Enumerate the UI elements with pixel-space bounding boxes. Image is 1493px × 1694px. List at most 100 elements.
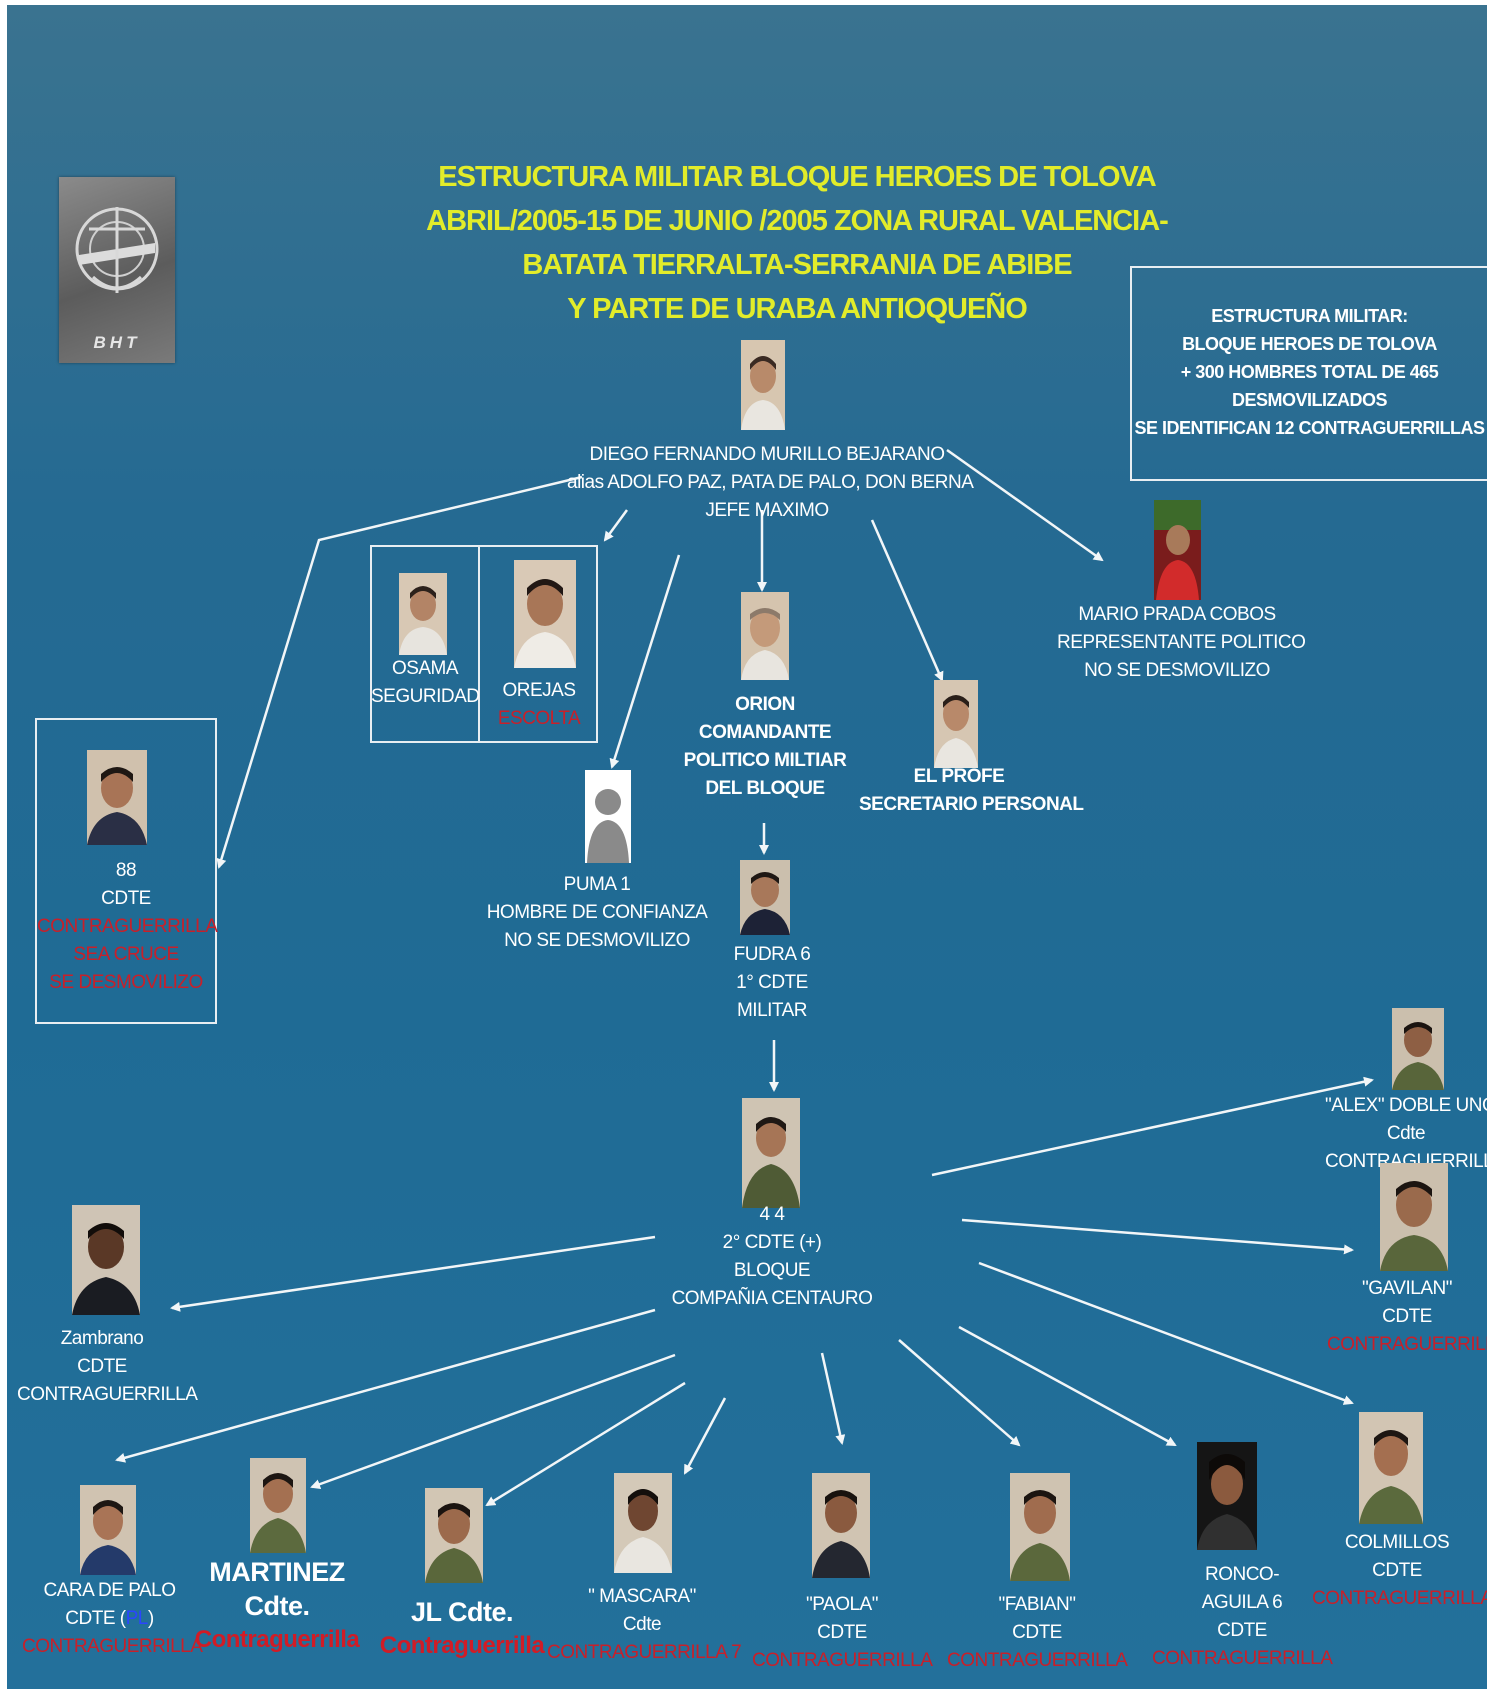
photo-martinez xyxy=(250,1458,306,1553)
label-44: 4 4 2° CDTE (+) BLOQUE COMPAÑIA CENTAURO xyxy=(657,1201,887,1313)
shield-emblem-icon xyxy=(75,207,159,293)
person-placeholder-icon xyxy=(585,770,631,863)
fudra-role: 1° CDTE xyxy=(736,972,808,993)
arrow-44-to-martinez xyxy=(310,1353,676,1489)
b8-frame xyxy=(35,718,217,1024)
arrow-layer xyxy=(115,448,1374,1507)
paola-note: CONTRAGUERRILLA xyxy=(752,1650,933,1671)
b8-note-2: SEA CRUCE xyxy=(73,944,179,965)
orion-role: COMANDANTE xyxy=(698,722,832,743)
b8-name: 88 xyxy=(115,860,137,881)
title-line-2: ABRIL/2005-15 DE JUNIO /2005 ZONA RURAL … xyxy=(426,205,1169,237)
gavilan-name: "GAVILAN" xyxy=(1362,1278,1452,1299)
osama-role: SEGURIDAD xyxy=(371,686,480,707)
photo-puma-placeholder xyxy=(585,770,631,863)
c44-role: 2° CDTE (+) xyxy=(722,1232,822,1253)
label-colmillos: COLMILLOS CDTE CONTRAGUERRILLA xyxy=(1312,1529,1487,1613)
arrow-diego-to-puma xyxy=(609,554,681,769)
photo-mascara xyxy=(614,1473,672,1573)
diego-alias: alias ADOLFO PAZ, PATA DE PALO, DON BERN… xyxy=(567,472,974,493)
info-line-3: + 300 HOMBRES TOTAL DE 465 xyxy=(1180,362,1439,382)
info-line-1: ESTRUCTURA MILITAR: xyxy=(1211,306,1408,326)
label-diego: DIEGO FERNANDO MURILLO BEJARANO alias AD… xyxy=(567,441,974,525)
mascara-name: " MASCARA" xyxy=(588,1586,696,1607)
photo-b8 xyxy=(87,750,147,845)
arrow-44-to-mascara xyxy=(683,1397,727,1475)
ronco-name-2: AGUILA 6 xyxy=(1201,1592,1283,1613)
diego-name: DIEGO FERNANDO MURILLO BEJARANO xyxy=(589,444,945,465)
fudra-role-2: MILITAR xyxy=(736,1000,808,1021)
cara-name: CARA DE PALO xyxy=(43,1580,176,1601)
photo-fudra xyxy=(740,860,790,935)
label-ronco: RONCO- AGUILA 6 CDTE CONTRAGUERRILLA xyxy=(1152,1561,1333,1673)
label-mario: MARIO PRADA COBOS REPRESENTANTE POLITICO… xyxy=(1057,601,1306,685)
arrow-44-to-jl xyxy=(485,1381,686,1507)
label-gavilan: "GAVILAN" CDTE CONTRAGUERRILLA xyxy=(1327,1275,1487,1359)
fabian-role: CDTE xyxy=(1012,1622,1062,1643)
jl-name: JL Cdte. xyxy=(410,1597,514,1627)
label-cara: CARA DE PALO CDTE (PL) CONTRAGUERRILLA xyxy=(22,1577,203,1661)
alex-name: "ALEX" DOBLE UNO" xyxy=(1325,1095,1487,1116)
cara-role-suffix: PL xyxy=(125,1608,149,1629)
gavilan-note: CONTRAGUERRILLA xyxy=(1327,1334,1487,1355)
photo-osama xyxy=(399,573,447,655)
puma-note: NO SE DESMOVILIZO xyxy=(504,930,690,951)
colmillos-role: CDTE xyxy=(1372,1560,1422,1581)
osama-orejas-divider xyxy=(478,545,480,743)
photo-44 xyxy=(742,1098,800,1208)
label-b8: 88 CDTE CONTRAGUERRILLA SEA CRUCE SE DES… xyxy=(37,857,218,997)
martinez-role: Cdte. xyxy=(244,1591,311,1621)
b8-role: CDTE xyxy=(101,888,151,909)
paola-name: "PAOLA" xyxy=(806,1594,878,1615)
photo-fabian xyxy=(1010,1473,1070,1581)
label-orion: ORION COMANDANTE POLITICO MILTIAR DEL BL… xyxy=(667,691,863,803)
orion-role-3: DEL BLOQUE xyxy=(705,778,825,799)
profe-role: SECRETARIO PERSONAL xyxy=(859,794,1084,815)
photo-ronco xyxy=(1197,1442,1257,1550)
unit-logo: BHT xyxy=(59,177,175,363)
photo-zambrano xyxy=(72,1205,140,1315)
label-osama: OSAMA SEGURIDAD xyxy=(371,655,480,711)
photo-orejas xyxy=(514,560,576,668)
arrow-diego-to-osama-group xyxy=(603,509,629,542)
ronco-role: CDTE xyxy=(1217,1620,1267,1641)
arrow-44-to-fabian xyxy=(898,1339,1021,1447)
arrow-44-to-alex xyxy=(931,1076,1374,1177)
orejas-name: OREJAS xyxy=(502,680,576,701)
photo-gavilan xyxy=(1380,1163,1448,1271)
paola-role: CDTE xyxy=(817,1622,867,1643)
cara-role-line: CDTE (PL) xyxy=(65,1608,154,1629)
info-line-5: SE IDENTIFICAN 12 CONTRAGUERRILLAS xyxy=(1134,418,1485,438)
label-puma: PUMA 1 HOMBRE DE CONFIANZA NO SE DESMOVI… xyxy=(477,871,717,955)
label-martinez: MARTINEZ Cdte. Contraguerrilla xyxy=(187,1555,367,1657)
title-line-1: ESTRUCTURA MILITAR BLOQUE HEROES DE TOLO… xyxy=(438,161,1156,193)
colmillos-name: COLMILLOS xyxy=(1344,1532,1450,1553)
mascara-role: Cdte xyxy=(622,1614,662,1635)
info-line-4: DESMOVILIZADOS xyxy=(1231,390,1388,410)
label-fabian: "FABIAN" CDTE CONTRAGUERRILLA xyxy=(947,1591,1128,1675)
puma-name: PUMA 1 xyxy=(563,874,631,895)
c44-name: 4 4 xyxy=(759,1204,785,1225)
zambrano-name: Zambrano xyxy=(60,1328,144,1349)
label-zambrano: Zambrano CDTE CONTRAGUERRILLA xyxy=(17,1325,198,1409)
mascara-note: CONTRAGUERRILLA 7 xyxy=(547,1642,742,1663)
title-line-4: Y PARTE DE URABA ANTIOQUEÑO xyxy=(567,293,1028,325)
photo-profe xyxy=(934,680,978,768)
arrow-diego-to-profe xyxy=(870,519,944,682)
title-line-3: BATATA TIERRALTA-SERRANIA DE ABIBE xyxy=(522,249,1072,281)
zambrano-note: CONTRAGUERRILLA xyxy=(17,1384,198,1405)
arrow-44-to-ronco xyxy=(958,1325,1177,1447)
info-line-2: BLOQUE HEROES DE TOLOVA xyxy=(1182,334,1437,354)
osama-orejas-frame xyxy=(370,545,598,743)
arrow-diego-to-b8 xyxy=(216,475,583,869)
logo-text: BHT xyxy=(93,333,141,352)
label-profe: EL PROFE SECRETARIO PERSONAL xyxy=(859,763,1084,819)
fabian-name: "FABIAN" xyxy=(998,1594,1076,1615)
c44-role-3: COMPAÑIA CENTAURO xyxy=(671,1288,873,1309)
label-mascara: " MASCARA" Cdte CONTRAGUERRILLA 7 xyxy=(547,1583,742,1667)
b8-note-3: SE DESMOVILIZO xyxy=(49,972,203,993)
b8-note-1: CONTRAGUERRILLA xyxy=(37,916,218,937)
cara-role: CDTE xyxy=(65,1608,116,1629)
orion-role-2: POLITICO MILTIAR xyxy=(683,750,847,771)
mario-role: REPRESENTANTE POLITICO xyxy=(1057,632,1306,653)
